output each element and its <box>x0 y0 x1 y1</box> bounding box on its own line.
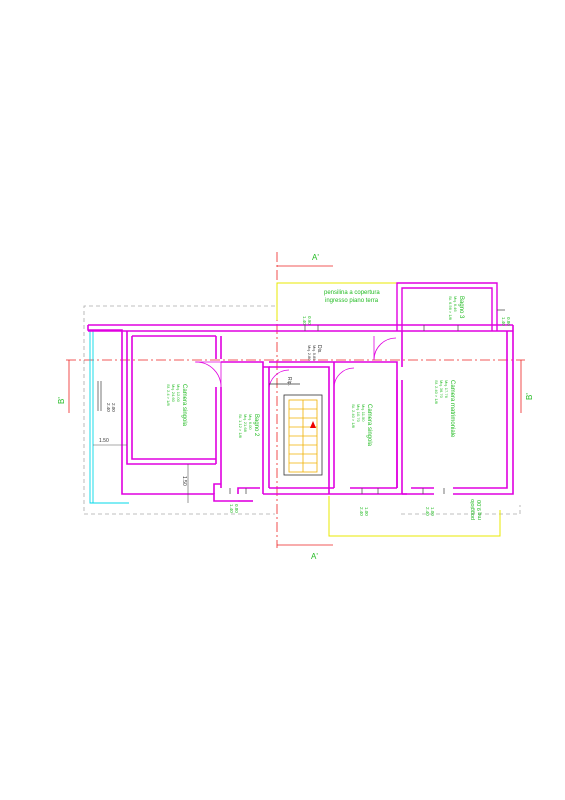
dimension-label-3: 2.00 2.40 <box>106 403 116 412</box>
bagno2-window: Mq. 21.68 <box>243 414 248 433</box>
matrimoniale-name: Camera matrimoniale <box>449 380 455 438</box>
dis-area: Mq. 5.85 <box>312 345 317 361</box>
svg-text:0.90: 0.90 <box>307 316 312 325</box>
room-label-bagno2: Bagno 2 Mq. 6.00 Mq. 21.68 St. 1.12 > 1/… <box>238 414 259 439</box>
stairs <box>288 399 318 473</box>
dimension-label-2: 0.80 1.40 <box>501 317 511 326</box>
camera-sx-area: Mq. 12.00 <box>176 384 181 403</box>
bagno2-ratio: St. 1.12 > 1/8 <box>238 414 243 439</box>
dimension-label-1: 0.90 1.40 <box>302 316 312 325</box>
camera-sx-ratio: Sf. 2.4 > 1/8 <box>166 384 171 406</box>
dimension-lines <box>93 444 189 503</box>
windows <box>97 309 505 494</box>
dimension-label-6: 0.80 1.40 <box>229 504 239 513</box>
svg-text:2.40: 2.40 <box>106 403 111 412</box>
svg-text:2.40: 2.40 <box>425 507 430 516</box>
porch-label-line1: poggiolo <box>470 499 476 520</box>
bagno2-name: Bagno 2 <box>253 414 259 437</box>
stair-direction-arrow <box>310 421 316 428</box>
room-label-camera-sx: Camera singola Mq. 12.00 Mq. 24.60 Sf. 2… <box>166 384 187 427</box>
canopy-label-line1: pensilina a copertura <box>324 290 380 296</box>
camera-dx-ratio: St. 2.40 > 1/8 <box>351 404 356 429</box>
room-label-disimpegno: Dis. Mq. 5.85 Mq. 2.80 <box>307 345 322 361</box>
bagno3-block <box>396 282 498 331</box>
svg-text:1.40: 1.40 <box>302 316 307 325</box>
dimension-label-8: 1.00 2.40 <box>425 507 435 516</box>
camera-dx-name: Camera singola <box>366 404 372 447</box>
matrimoniale-ratio: Sf. 2.40 > 1/8 <box>434 380 439 405</box>
svg-text:0.80: 0.80 <box>234 504 239 513</box>
stair-outline <box>269 383 323 476</box>
room-label-camera-dx: Camera singola Mq. 11.50 Mq. 10.70 St. 2… <box>351 404 372 447</box>
bagno2-area: Mq. 6.00 <box>248 414 253 430</box>
camera-dx-area: Mq. 11.50 <box>361 404 366 422</box>
dimension-label-7: 1.00 2.40 <box>359 507 369 516</box>
bagno3-name: Bagno 3 <box>458 296 464 319</box>
room-label-bagno3: Bagno 3 Mq. 6.46 St. 6.56 > 1/8 <box>448 296 464 321</box>
balcony-outline <box>89 330 129 504</box>
matrimoniale-window: Mq. 36.70 <box>439 380 444 399</box>
porch-label-line2: mq 9.00 <box>477 500 483 520</box>
section-label-b-left: B' <box>57 397 66 404</box>
section-line-b <box>66 359 525 413</box>
outer-outline <box>83 305 521 515</box>
dis-window: Mq. 2.80 <box>307 345 312 361</box>
svg-text:1.00: 1.00 <box>430 507 435 516</box>
porch-label: poggiolo mq 9.00 <box>470 499 483 520</box>
door-swings <box>195 336 397 391</box>
section-label-a-top: A' <box>312 253 319 262</box>
dis-name: Dis. <box>316 345 322 354</box>
canopy-label-line2: ingresso piano terra <box>325 298 379 304</box>
svg-text:1.00: 1.00 <box>364 507 369 516</box>
matrimoniale-area: Mq. 17.76 <box>444 380 449 399</box>
bagno3-area: Mq. 6.46 <box>453 296 458 312</box>
section-label-b-right: B' <box>525 393 534 400</box>
svg-text:1.40: 1.40 <box>501 317 506 326</box>
svg-text:2.00: 2.00 <box>111 403 116 412</box>
bagno3-perimeter: St. 6.56 > 1/8 <box>448 296 453 321</box>
dimension-label-5: 1.50 <box>181 476 187 486</box>
rip-name: Rip. <box>286 377 292 386</box>
walls <box>87 324 514 502</box>
svg-text:0.80: 0.80 <box>506 317 511 326</box>
section-label-a-bottom: A' <box>311 552 318 561</box>
room-label-matrimoniale: Camera matrimoniale Mq. 17.76 Mq. 36.70 … <box>434 380 455 438</box>
camera-sx-name: Camera singola <box>181 384 187 427</box>
dimension-label-4: 1.50 <box>99 438 109 444</box>
camera-dx-window: Mq. 10.70 <box>356 404 361 423</box>
terrace-outlines <box>276 282 501 537</box>
svg-text:1.40: 1.40 <box>229 504 234 513</box>
room-label-rip: Rip. <box>286 377 292 386</box>
svg-text:2.40: 2.40 <box>359 507 364 516</box>
camera-sx-window: Mq. 24.60 <box>171 384 176 403</box>
